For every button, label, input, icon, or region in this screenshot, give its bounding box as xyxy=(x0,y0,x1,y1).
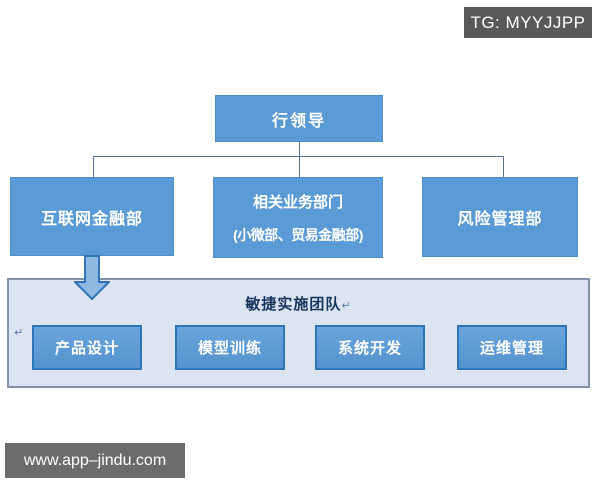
node-bank-leadership-label: 行领导 xyxy=(271,112,326,130)
down-block-arrow-icon xyxy=(74,255,110,300)
connector-right-drop xyxy=(503,156,504,177)
agile-team-title-text: 敏捷实施团队 xyxy=(245,296,342,313)
paragraph-mark-icon: ↵ xyxy=(341,300,352,312)
paragraph-mark-icon: ↵ xyxy=(14,327,24,339)
connector-root-vertical xyxy=(299,142,300,156)
agile-team-container: 敏捷实施团队↵ ↵ 产品设计 模型训练 系统开发 运维管理 xyxy=(7,278,590,388)
tg-badge: TG: MYYJJPP xyxy=(464,7,592,38)
watermark-badge: www.app–jindu.com xyxy=(5,443,185,478)
node-model-training: 模型训练 xyxy=(175,325,285,370)
connector-middle-drop xyxy=(299,156,300,177)
agile-team-title: 敏捷实施团队↵ xyxy=(9,293,588,314)
node-bank-leadership: 行领导 xyxy=(215,95,383,142)
node-related-business-label: 相关业务部门 xyxy=(252,193,343,211)
node-internet-finance-label: 互联网金融部 xyxy=(40,210,143,228)
node-related-business-depts: 相关业务部门 (小微部、贸易金融部) xyxy=(213,177,383,258)
connector-left-drop xyxy=(93,156,94,177)
connector-horizontal xyxy=(93,156,504,157)
node-product-design: 产品设计 xyxy=(32,325,142,370)
node-risk-management-dept: 风险管理部 xyxy=(422,177,578,257)
node-related-business-sublabel: (小微部、贸易金融部) xyxy=(233,226,363,243)
node-internet-finance-dept: 互联网金融部 xyxy=(10,177,174,256)
node-risk-management-label: 风险管理部 xyxy=(457,211,543,228)
node-operations-management: 运维管理 xyxy=(457,325,567,370)
node-system-development: 系统开发 xyxy=(315,325,425,370)
